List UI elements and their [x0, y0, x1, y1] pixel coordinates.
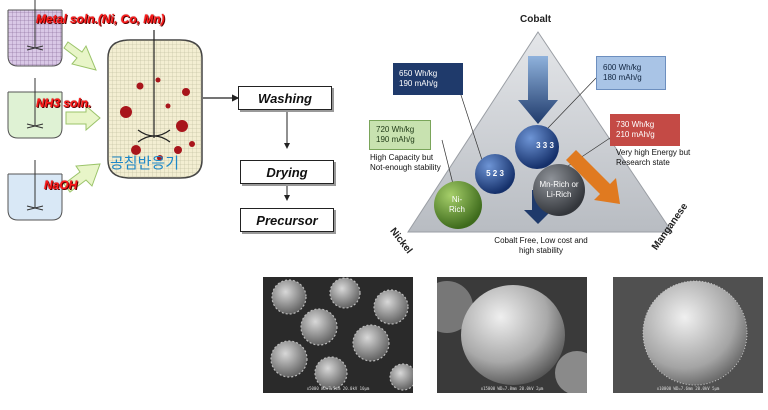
sphere-ni-rich-label: Ni-Rich [448, 195, 465, 214]
washing-step: Washing [238, 86, 332, 110]
metal-solution-label: Metal soln.(Ni, Co, Mn) [36, 12, 165, 26]
box-600-whkg: 600 Wh/kg 180 mAh/g [596, 56, 666, 90]
box-600-line1: 600 Wh/kg [603, 63, 642, 72]
reactor-label: 공침반응기 [110, 154, 180, 172]
sem-scale-3: x10000 WD=7.6mm 20.0kV 5μm [656, 386, 720, 391]
note-high-capacity: High Capacity but Not-enough stability [370, 153, 441, 172]
cobalt-vertex-label: Cobalt [520, 14, 552, 25]
sem-image-1-graphic [263, 277, 413, 393]
down-arrow-bottom [524, 190, 552, 224]
nh3-solution-label: NH3 soln. [36, 96, 92, 110]
note-very-high-energy: Very high Energy but Research state [616, 148, 691, 167]
sem-image-2: x15000 WD=7.8mm 20.0kV 2μm [437, 277, 587, 393]
orange-arrow [566, 150, 620, 204]
box-720-line1: 720 Wh/kg [376, 125, 415, 134]
sem-scale-2: x15000 WD=7.8mm 20.0kV 2μm [480, 386, 544, 391]
sem-scale-1: x5000 WD=7.5mm 20.0kV 10μm [306, 386, 370, 391]
process-diagram [7, 0, 290, 221]
feed-arrows [63, 41, 101, 193]
sem-image-2-graphic [437, 277, 587, 393]
sphere-333-label: 3 3 3 [536, 141, 554, 150]
box-730-whkg: 730 Wh/kg 210 mAh/g [610, 114, 680, 146]
metal-solution-tank [7, 0, 63, 67]
sem-image-1: x5000 WD=7.5mm 20.0kV 10μm [263, 277, 413, 393]
sem-image-3: x10000 WD=7.6mm 20.0kV 5μm [613, 277, 763, 393]
down-arrow-top [518, 56, 558, 124]
box-650-line1: 650 Wh/kg [399, 69, 438, 78]
sphere-ni-rich [434, 181, 482, 229]
composition-triangle [407, 31, 673, 233]
box-730-line1: 730 Wh/kg [616, 120, 655, 129]
precursor-step: Precursor [240, 208, 334, 232]
sphere-523 [475, 154, 515, 194]
drying-step: Drying [240, 160, 334, 184]
coprecipitation-reactor [107, 30, 203, 179]
box-650-whkg: 650 Wh/kg 190 mAh/g [393, 63, 463, 95]
box-720-line2: 190 mAh/g [376, 135, 415, 144]
sphere-mn-rich-label: Mn-Rich or Li-Rich [539, 180, 579, 199]
naoh-label: NaOH [44, 178, 78, 192]
box-650-line2: 190 mAh/g [399, 79, 438, 88]
naoh-tank [7, 160, 63, 221]
box-720-whkg: 720 Wh/kg 190 mAh/g [369, 120, 431, 150]
box-600-line2: 180 mAh/g [603, 73, 642, 82]
box-730-line2: 210 mAh/g [616, 130, 655, 139]
note-cobalt-free: Cobalt Free, Low cost and high stability [494, 236, 588, 255]
nh3-tank [7, 78, 63, 139]
sphere-mn-rich [533, 164, 585, 216]
sem-image-3-graphic [613, 277, 763, 393]
sphere-523-label: 5 2 3 [486, 169, 504, 178]
sphere-333 [515, 125, 559, 169]
